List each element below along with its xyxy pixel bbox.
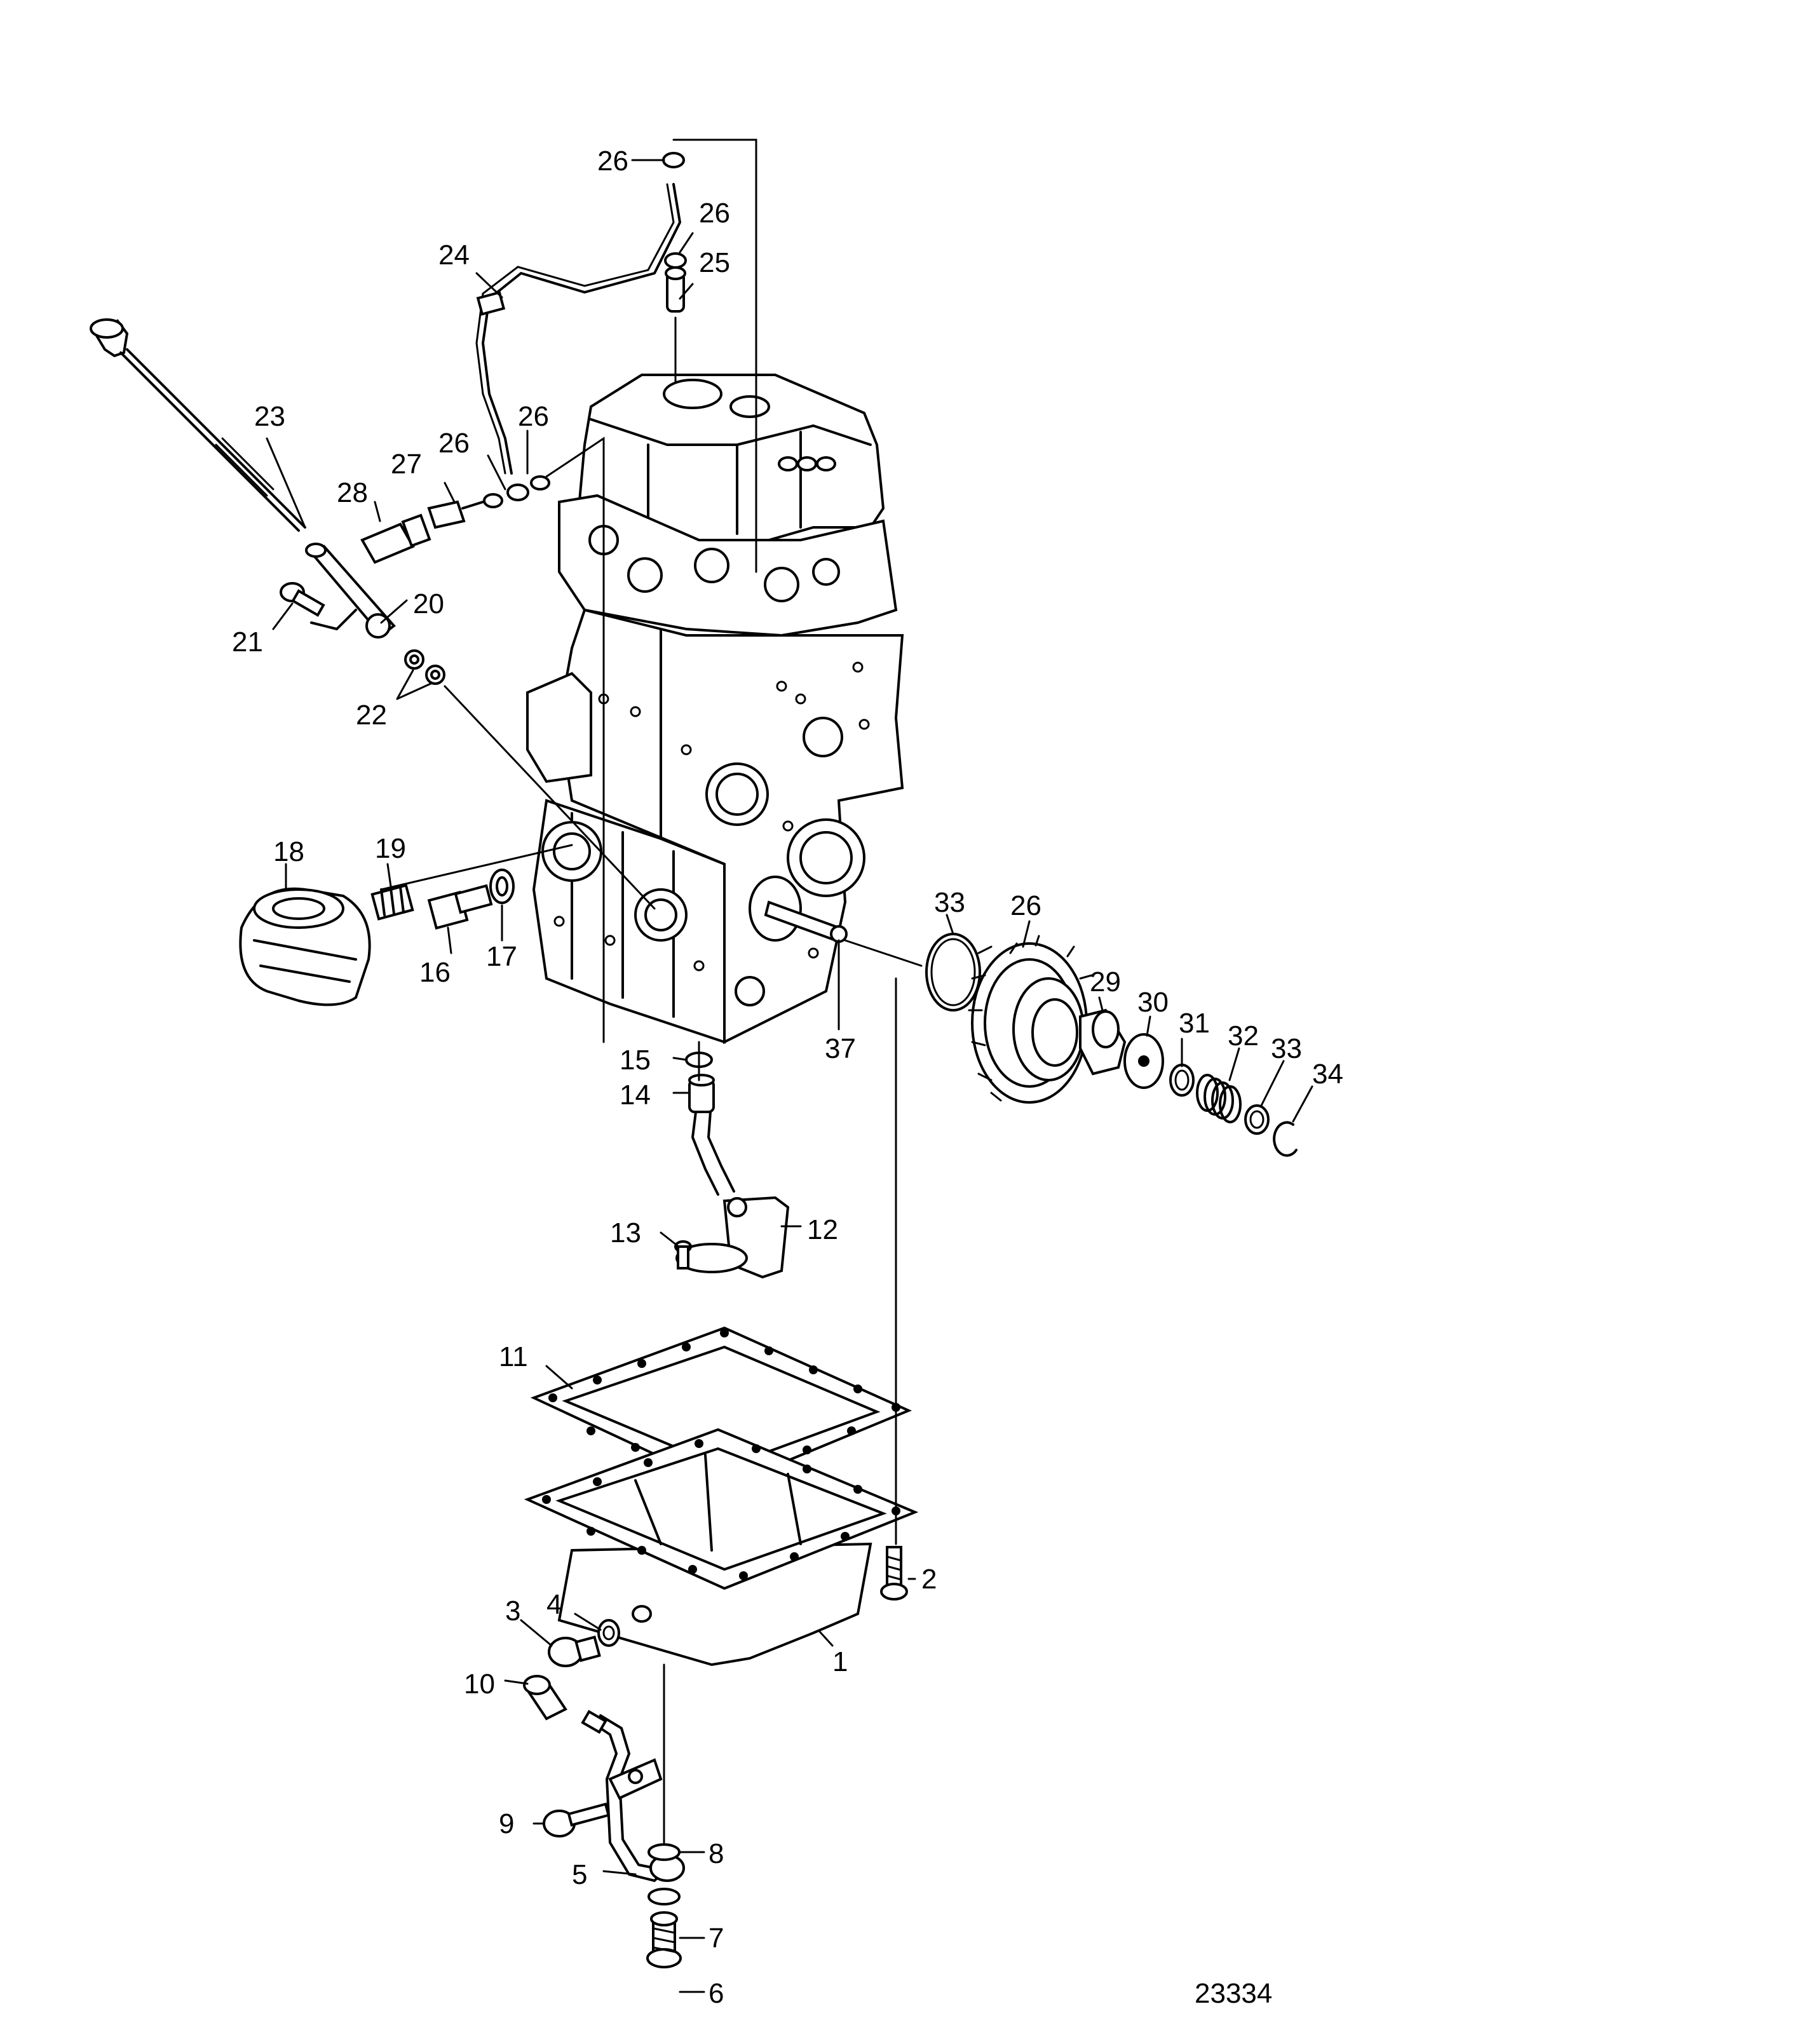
callout-37: 37 (825, 1033, 856, 1064)
sensor-adapter (427, 500, 484, 529)
callout-34: 33 (1271, 1033, 1302, 1064)
callout-8: 8 (709, 1838, 724, 1869)
oil-pipe (475, 183, 681, 475)
spring (1196, 1074, 1242, 1123)
callout-23: 23 (254, 401, 285, 432)
callout-32: 31 (1179, 1008, 1210, 1039)
pickup-pipe (688, 1074, 735, 1196)
callout-14: 14 (620, 1080, 651, 1111)
valve-body (1079, 1008, 1127, 1076)
callout-26-mid: 26 (699, 198, 730, 229)
callout-12: 12 (807, 1214, 838, 1245)
callout-labels: 26 26 25 24 23 26 26 27 28 20 21 22 18 1… (232, 146, 1343, 2009)
callout-25: 25 (699, 247, 730, 278)
callout-21: 21 (232, 626, 263, 658)
callout-11: 11 (499, 1341, 528, 1372)
drain-plug-washer (597, 1619, 620, 1647)
callout-28: 28 (337, 477, 368, 508)
strainer-screen (675, 1196, 790, 1279)
drawing-number: 23334 (1195, 1978, 1272, 2009)
callout-36: 33 (934, 887, 965, 918)
callout-5: 5 (572, 1859, 587, 1890)
strainer-screw (674, 1240, 692, 1269)
relief-valve-washer (489, 869, 515, 904)
oil-pressure-sensor (360, 513, 431, 564)
callout-33: 32 (1228, 1020, 1259, 1052)
oil-sump (524, 1428, 919, 1667)
drain-plug (548, 1635, 601, 1667)
callout-4: 4 (546, 1589, 562, 1620)
engine-block (526, 374, 904, 1045)
filter-nipple (370, 883, 414, 921)
callout-26-right: 26 (518, 401, 549, 432)
callout-31: 30 (1137, 987, 1169, 1018)
banjo-bolt (665, 266, 686, 313)
callout-9: 9 (499, 1808, 514, 1839)
callout-10: 10 (464, 1668, 495, 1700)
washer-32 (1169, 1064, 1195, 1097)
dipstick (90, 318, 306, 532)
pump-gear (968, 935, 1093, 1104)
hose-bolt (543, 1803, 611, 1838)
callout-24: 24 (438, 240, 470, 271)
callout-13: 13 (610, 1217, 641, 1249)
callout-7: 7 (709, 1923, 724, 1954)
callout-15: 15 (620, 1045, 651, 1076)
callout-35: 34 (1312, 1059, 1343, 1090)
callout-20: 20 (413, 588, 444, 619)
oil-filter (239, 887, 371, 1006)
callout-18: 18 (273, 836, 304, 867)
valve-plate (1123, 1033, 1164, 1089)
sump-bolt (880, 1546, 908, 1601)
hose-washers (648, 1843, 681, 1905)
o-ring (925, 933, 981, 1012)
callout-26-top: 26 (597, 146, 628, 177)
sealing-washers (483, 152, 687, 508)
assembly-lines (380, 139, 923, 1844)
callout-3: 3 (505, 1595, 520, 1627)
drain-hose-cap (523, 1675, 567, 1721)
callout-1: 1 (832, 1646, 848, 1677)
tube-screw (280, 582, 325, 617)
relief-valve (427, 884, 493, 930)
hose-banjo-bolt (646, 1911, 682, 1968)
callout-6: 6 (709, 1978, 724, 2009)
callout-26-left: 26 (438, 428, 470, 459)
circlip (1273, 1121, 1298, 1157)
callout-27: 27 (391, 449, 422, 480)
spring-seat (1244, 1104, 1270, 1135)
leader-lines (266, 159, 1313, 1993)
tube-washers (404, 649, 445, 685)
callout-16: 16 (419, 957, 451, 988)
callout-30: 29 (1090, 966, 1121, 998)
callout-29: 26 (1010, 890, 1041, 921)
drain-hose (581, 1710, 668, 1882)
callout-19: 19 (375, 833, 406, 864)
dipstick-tube (305, 543, 396, 639)
callout-17: 17 (486, 941, 517, 972)
callout-2: 2 (921, 1564, 937, 1595)
callout-22: 22 (356, 700, 387, 731)
